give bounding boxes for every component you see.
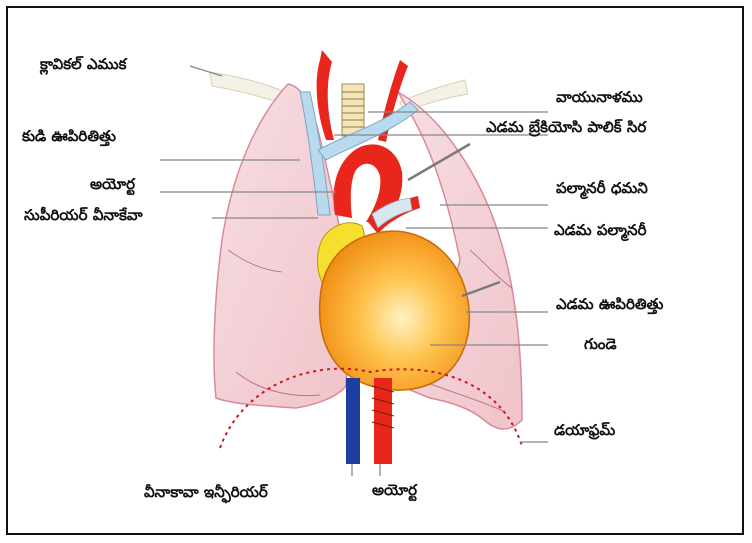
label-aorta-top: అయోర్ట [90,175,135,193]
label-left-brachiocephalic-vein: ఎడమ బ్రేకియోసి పాలిక్ సిర [486,118,646,136]
carotid-left [317,50,334,140]
label-left-lung: ఎడమ ఊపిరితిత్తు [556,295,663,313]
clavicle-left [210,72,285,104]
inferior-vena-cava [346,378,360,464]
label-heart: గుండె [584,335,617,353]
label-trachea: వాయునాళము [556,88,643,106]
label-right-lung: కుడి ఊపిరితిత్తు [22,127,116,145]
label-pulmonary-artery: పల్మానరీ ధమని [556,179,648,197]
label-superior-vena-cava: సుపీరియర్ వీనాకేవా [24,206,143,224]
label-clavicle: క్లావికల్ ఎముక [40,55,126,73]
heart [320,231,470,390]
label-diaphragm: డయాఫ్రమ్ [554,421,615,439]
label-aorta-bottom: అయోర్ట [372,481,417,499]
label-inferior-vena-cava: వీనాకావా ఇన్ఫీరియర్ [144,483,268,501]
label-left-pulmonary: ఎడమ పల్మానరీ [554,221,646,239]
